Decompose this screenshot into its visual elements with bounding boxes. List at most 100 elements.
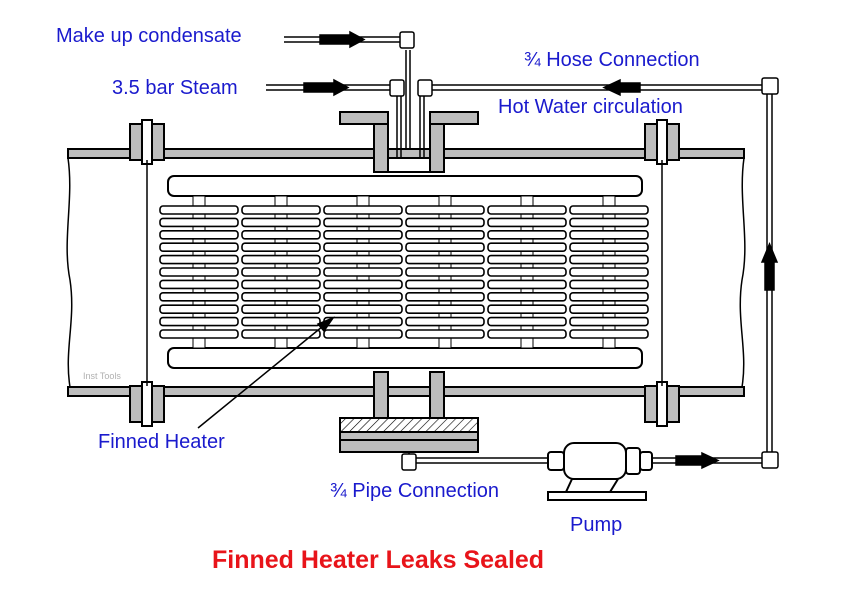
fin	[487, 304, 567, 315]
fin	[405, 254, 485, 265]
fin	[323, 316, 403, 327]
fin	[569, 291, 649, 302]
left-flange-top	[129, 119, 165, 165]
fin	[241, 316, 321, 327]
fin	[323, 279, 403, 290]
fin	[159, 230, 239, 240]
fin	[159, 329, 239, 339]
fin	[241, 267, 321, 277]
fin	[159, 304, 239, 315]
fin	[487, 205, 567, 215]
fin	[487, 279, 567, 290]
fin	[405, 291, 485, 302]
pump	[547, 442, 653, 501]
right-flange-top	[644, 119, 680, 165]
fin	[241, 230, 321, 240]
fin	[241, 242, 321, 252]
fin	[241, 304, 321, 315]
fin	[323, 242, 403, 252]
fin	[487, 254, 567, 265]
finned-heater-label: Finned Heater	[98, 431, 225, 453]
fin-column	[569, 195, 649, 349]
fin	[159, 242, 239, 252]
fin	[405, 304, 485, 315]
fin	[323, 304, 403, 315]
steam-line	[266, 78, 390, 97]
fin	[487, 316, 567, 327]
bottom-header-bar	[167, 347, 643, 369]
fin	[569, 329, 649, 339]
fin	[241, 205, 321, 215]
diagram-caption: Finned Heater Leaks Sealed	[212, 546, 545, 574]
fin	[569, 230, 649, 240]
pipe-connection-label: ¾ Pipe Connection	[330, 480, 500, 502]
pipe-connection-fitting	[401, 453, 417, 471]
fin	[569, 279, 649, 290]
fin	[405, 267, 485, 277]
hot-water-fitting	[417, 79, 433, 97]
fin	[405, 230, 485, 240]
fin	[159, 291, 239, 302]
fin	[159, 217, 239, 228]
fin	[241, 291, 321, 302]
hose-elbow-top	[761, 77, 779, 95]
fin	[487, 217, 567, 228]
fin-stack	[159, 195, 649, 349]
fin	[487, 230, 567, 240]
bottom-nozzle	[339, 371, 479, 453]
hot-water-label: Hot Water circulation	[498, 96, 683, 118]
fin	[405, 329, 485, 339]
fin	[241, 279, 321, 290]
watermark: Inst Tools	[83, 371, 121, 381]
fin	[569, 267, 649, 277]
inner-guides	[146, 160, 663, 386]
fin	[405, 242, 485, 252]
heater-headers	[167, 175, 643, 369]
fin	[405, 279, 485, 290]
fin	[323, 267, 403, 277]
right-flange-bottom	[644, 381, 680, 427]
fin	[569, 217, 649, 228]
fin	[405, 316, 485, 327]
fin	[323, 329, 403, 339]
riser-elbow-bottom	[761, 451, 779, 469]
fin-column	[487, 195, 567, 349]
fin	[159, 316, 239, 327]
fin	[159, 267, 239, 277]
makeup-condensate-fitting	[399, 31, 415, 49]
fin	[569, 242, 649, 252]
fin	[487, 291, 567, 302]
fin	[487, 242, 567, 252]
fin	[569, 254, 649, 265]
finned-heater-leader	[197, 316, 336, 429]
fin	[323, 230, 403, 240]
steam-label: 3.5 bar Steam	[112, 77, 238, 99]
pipe-connection-line	[416, 451, 762, 470]
fin	[323, 291, 403, 302]
fin	[569, 316, 649, 327]
makeup-condensate-label: Make up condensate	[56, 25, 242, 47]
pump-label: Pump	[570, 514, 623, 536]
fin	[323, 254, 403, 265]
fin	[405, 205, 485, 215]
fin	[241, 217, 321, 228]
fin	[159, 279, 239, 290]
fin	[569, 205, 649, 215]
fin	[241, 254, 321, 265]
fin-column	[241, 195, 321, 349]
fin-column	[323, 195, 403, 349]
top-header-bar	[167, 175, 643, 197]
fin-column	[159, 195, 239, 349]
fin	[241, 329, 321, 339]
fin	[569, 304, 649, 315]
fin	[323, 217, 403, 228]
left-flange-bottom	[129, 381, 165, 427]
supply-tubes	[396, 50, 425, 158]
fin-column	[405, 195, 485, 349]
fin	[487, 267, 567, 277]
return-riser	[760, 94, 779, 452]
makeup-condensate-line	[284, 30, 400, 49]
steam-fitting	[389, 79, 405, 97]
fin	[405, 217, 485, 228]
